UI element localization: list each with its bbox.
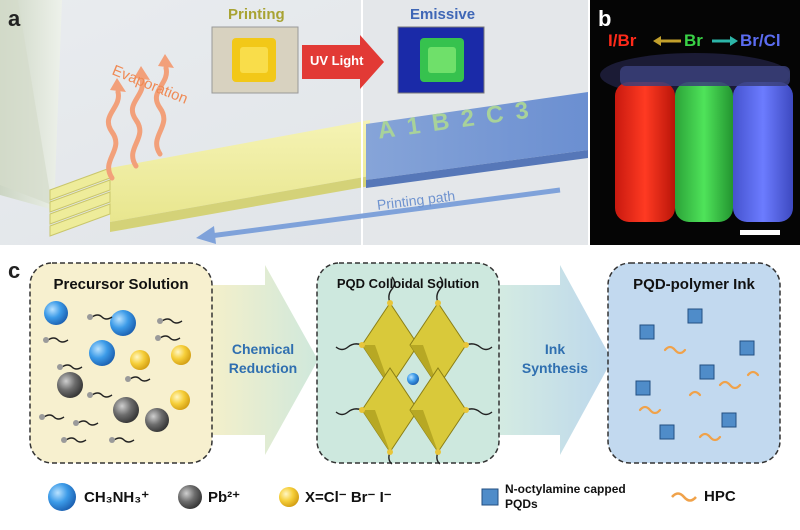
emissive-label: Emissive <box>410 6 476 23</box>
legend-pqd-line1: N-octylamine capped <box>505 482 626 496</box>
legend-pb-icon <box>178 485 202 509</box>
step2-line1: Ink <box>544 341 566 357</box>
pb-ion <box>113 397 139 423</box>
uv-arrow <box>302 35 384 89</box>
printing-path-arrow-line <box>209 187 561 239</box>
hpc-chains <box>638 345 760 442</box>
halide-left-label: I/Br <box>608 31 637 50</box>
pb-ion <box>145 408 169 432</box>
evaporation-arrowhead-3 <box>158 54 174 68</box>
printed-layer-3 <box>49 191 111 225</box>
nozzle-shadow <box>0 0 52 205</box>
colloid-box <box>316 262 500 464</box>
panel-c-label: c <box>8 258 21 283</box>
vial-blue <box>733 82 793 222</box>
panel-a-label: a <box>8 6 21 31</box>
ligand-group <box>39 314 183 443</box>
legend-pqd-line2: PQDs <box>505 497 538 511</box>
halide-arrowhead-right <box>730 36 738 46</box>
legend-pqd-icon <box>481 488 499 506</box>
ma-ion <box>89 340 115 366</box>
chemical-reduction-arrow <box>205 265 318 455</box>
legend-ma-text: CH₃NH₃⁺ <box>84 489 150 506</box>
halide-ion <box>170 390 190 410</box>
evaporation-arrow-1 <box>105 89 121 181</box>
printed-yellow-strip-edge <box>110 176 370 232</box>
vial-green <box>675 82 733 222</box>
pb-ion <box>57 372 83 398</box>
octahedra-cluster <box>361 302 467 453</box>
printed-layer-4 <box>49 203 111 237</box>
ink-synthesis-label: Ink Synthesis <box>500 340 610 378</box>
vial-red <box>615 82 675 222</box>
panel-b: b I/Br Br Br/Cl <box>590 0 800 245</box>
panel-b-label: b <box>598 6 612 31</box>
capping-ligands <box>335 276 493 465</box>
ma-ion <box>44 301 68 325</box>
legend-hpc-icon <box>671 492 697 502</box>
evaporation-arrowhead-1 <box>110 78 126 92</box>
a-site-cation <box>407 373 419 385</box>
precursor-title: Precursor Solution <box>53 276 189 293</box>
ma-ion <box>110 310 136 336</box>
panel-c-illustration <box>29 262 781 511</box>
halide-right-label: Br/Cl <box>740 31 781 50</box>
panel-b-vials <box>600 36 793 235</box>
printing-path-arrowhead <box>196 226 216 244</box>
ink-synthesis-arrow <box>498 265 612 455</box>
legend-pb-text: Pb²⁺ <box>208 489 241 506</box>
evaporation-arrow-3 <box>153 65 169 157</box>
legend-hpc-text: HPC <box>704 488 736 505</box>
panel-a-illustration <box>0 0 588 245</box>
panel-a: a Printing Emissive UV Light Evaporation… <box>0 0 588 245</box>
legend-x-icon <box>279 487 299 507</box>
ink-box <box>607 262 781 464</box>
printed-layer-2 <box>49 179 111 213</box>
vial-caps <box>620 66 790 86</box>
ink-title: PQD-polymer Ink <box>633 276 755 293</box>
legend-pqd-text: N-octylamine capped PQDs <box>505 482 626 512</box>
printed-yellow-strip <box>110 120 370 222</box>
uv-light-label: UV Light <box>310 53 364 68</box>
step2-line2: Synthesis <box>521 360 589 376</box>
step1-line2: Reduction <box>228 360 298 376</box>
legend-ma-icon <box>48 483 76 511</box>
chemical-reduction-label: Chemical Reduction <box>208 340 318 378</box>
printing-photo-sample-center <box>240 47 268 73</box>
evaporation-arrow-2 <box>129 77 145 169</box>
halide-ion <box>130 350 150 370</box>
emissive-photo-sample-center <box>428 47 456 73</box>
legend-x-text: X=Cl⁻ Br⁻ I⁻ <box>305 489 392 506</box>
emissive-blue-strip-edge <box>366 150 588 188</box>
scale-bar <box>740 230 780 235</box>
halide-mid-label: Br <box>684 31 703 50</box>
printing-label: Printing <box>228 6 285 23</box>
step1-line1: Chemical <box>231 341 295 357</box>
colloid-title: PQD Colloidal Solution <box>336 276 480 291</box>
halide-ion <box>171 345 191 365</box>
emissive-blue-strip <box>366 92 588 180</box>
halide-arrowhead-left <box>653 36 661 46</box>
pqd-particles <box>635 308 755 440</box>
evaporation-arrowhead-2 <box>134 66 150 80</box>
